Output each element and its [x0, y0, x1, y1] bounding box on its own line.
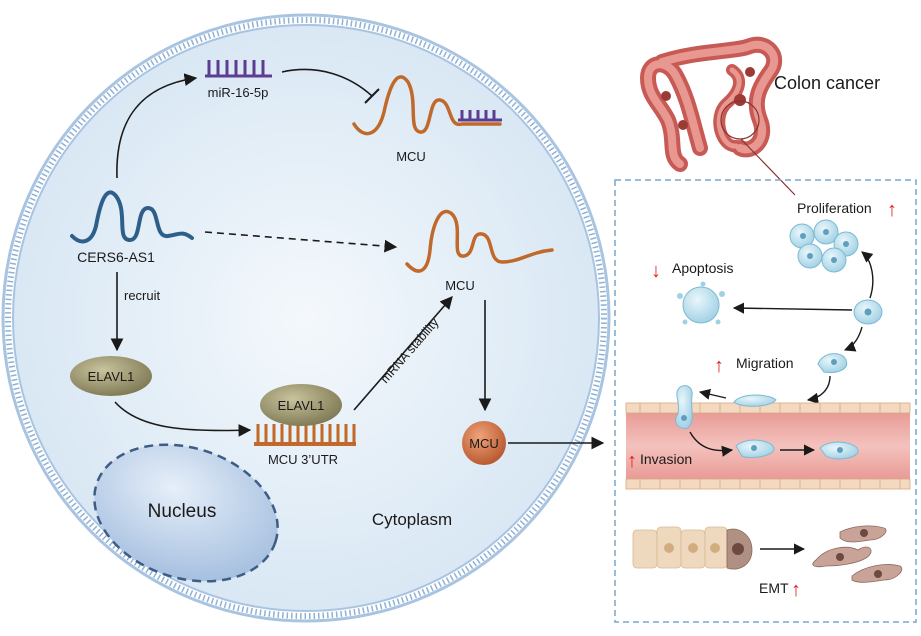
arrow-dashed-cers6-to-mcu [204, 231, 398, 253]
arrow-to-proliferation [861, 251, 874, 299]
phenotype-panel [614, 179, 917, 623]
arrow-invasion-1 [689, 431, 734, 457]
emt-label: EMT [759, 580, 789, 596]
mesenchymal-cells [812, 525, 903, 583]
arrow-cers6-to-mir [116, 73, 198, 179]
migration-arrow: ↑ [714, 355, 724, 377]
arrow-to-apoptosis [732, 302, 853, 314]
mcu-mrna-mid [405, 209, 554, 273]
elavl1-free: ELAVL1 [70, 356, 152, 396]
colon-illustration [639, 36, 796, 196]
cytoplasm-label: Cytoplasm [372, 510, 452, 529]
cell-membrane-dots [5, 17, 607, 619]
utr-comb [254, 424, 356, 446]
arrow-vessel-cell-left [698, 388, 727, 400]
invasion-arrow: ↑ [627, 450, 637, 472]
arrow-to-migration [843, 326, 863, 352]
invading-cells [675, 385, 859, 460]
nucleus-label: Nucleus [148, 501, 217, 522]
migrating-cell [817, 353, 848, 373]
nucleus: Nucleus [93, 443, 279, 583]
mcu-top-label: MCU [396, 149, 426, 164]
mcu-protein: MCU [462, 421, 506, 465]
arrow-mrna-stability [353, 296, 453, 411]
proliferating-cells [789, 219, 859, 273]
apoptosis-label: Apoptosis [672, 260, 733, 276]
cell [1, 13, 611, 623]
mcu-utr-label: MCU 3’UTR [268, 452, 338, 467]
cers6-label: CERS6-AS1 [77, 249, 155, 265]
elavl1-free-label: ELAVL1 [88, 369, 135, 384]
elavl1-bound-label: ELAVL1 [278, 398, 325, 413]
cers6-lncrna [70, 190, 194, 244]
colon-cancer-label: Colon cancer [774, 73, 880, 93]
proliferation-label: Proliferation [797, 200, 872, 216]
arrow-migration-to-vessel [806, 375, 831, 404]
apoptosis-arrow: ↓ [651, 260, 661, 282]
mirna-label: miR-16-5p [208, 85, 269, 100]
apoptotic-cell [677, 281, 725, 325]
cell-membrane-outer [1, 13, 611, 623]
invasion-label: Invasion [640, 451, 692, 467]
recruit-label: recruit [124, 288, 161, 303]
mirna-comb [205, 60, 272, 78]
elavl1-bound: ELAVL1 [260, 384, 342, 426]
mcu-mid-label: MCU [445, 278, 475, 293]
inhibit-mir-to-mcu [281, 68, 380, 104]
tumor-cell-origin [853, 299, 883, 325]
mcu-mrna-top [352, 75, 502, 136]
arrow-elavl1-to-utr [114, 401, 252, 437]
mcu-protein-label: MCU [469, 436, 499, 451]
migration-label: Migration [736, 355, 794, 371]
nucleus-body [93, 443, 279, 583]
emt-arrow: ↑ [791, 579, 801, 601]
epithelial-cells [632, 526, 753, 570]
proliferation-arrow: ↑ [887, 199, 897, 221]
